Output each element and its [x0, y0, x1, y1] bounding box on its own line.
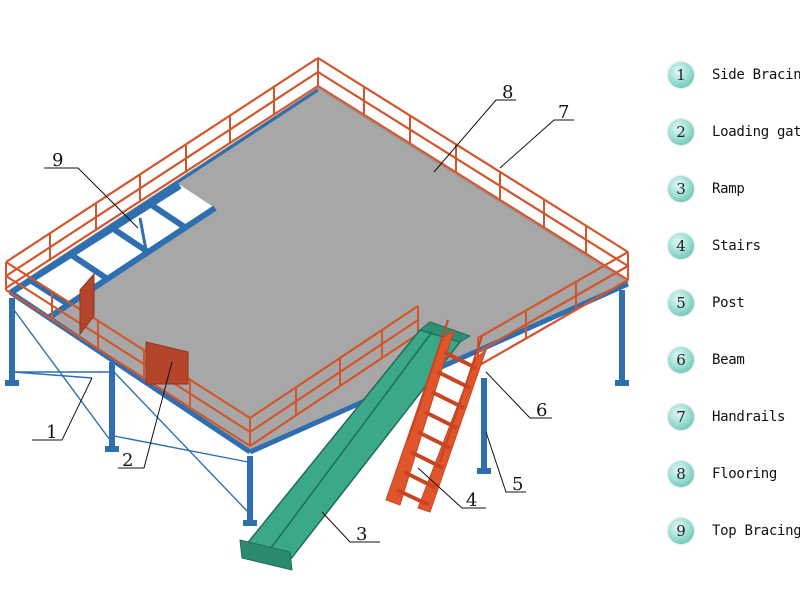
legend-item-loading-gate: 2 Loading gate	[668, 117, 800, 147]
loading-gates	[79, 272, 189, 385]
top-bracing	[10, 183, 217, 321]
legend-badge: 6	[668, 347, 694, 373]
legend-item-flooring: 8 Flooring	[668, 459, 777, 489]
legend-badge: 8	[668, 461, 694, 487]
legend-item-ramp: 3 Ramp	[668, 174, 745, 204]
handrails	[5, 57, 629, 447]
posts	[9, 290, 625, 522]
legend-item-stairs: 4 Stairs	[668, 231, 761, 261]
callout-5: 5	[512, 474, 523, 495]
callout-9: 9	[52, 150, 63, 171]
legend-label: Top Bracing	[712, 523, 800, 539]
callout-3: 3	[356, 524, 367, 545]
legend-label: Side Bracing	[712, 67, 800, 83]
callout-4: 4	[466, 490, 477, 511]
legend-item-beam: 6 Beam	[668, 345, 745, 375]
legend-label: Loading gate	[712, 124, 800, 140]
flooring	[9, 87, 630, 451]
legend-label: Ramp	[712, 181, 745, 197]
callout-6: 6	[536, 400, 547, 421]
legend-badge: 1	[668, 62, 694, 88]
side-bracing	[13, 309, 249, 513]
legend-label: Handrails	[712, 409, 786, 425]
legend-label: Flooring	[712, 466, 778, 482]
legend-badge: 7	[668, 404, 694, 430]
post-bases	[5, 380, 629, 526]
legend-badge: 2	[668, 119, 694, 145]
legend-badge: 4	[668, 233, 694, 259]
legend-badge: 5	[668, 290, 694, 316]
legend-item-handrails: 7 Handrails	[668, 402, 785, 432]
legend-label: Beam	[712, 352, 745, 368]
stairs	[385, 319, 488, 513]
legend-label: Stairs	[712, 238, 761, 254]
legend-badge: 3	[668, 176, 694, 202]
callout-1: 1	[46, 422, 57, 443]
leader-lines	[32, 99, 574, 543]
legend-label: Post	[712, 295, 745, 311]
callout-8: 8	[502, 82, 513, 103]
legend-item-post: 5 Post	[668, 288, 745, 318]
legend-item-side-bracing: 1 Side Bracing	[668, 60, 800, 90]
legend-badge: 9	[668, 518, 694, 544]
callout-2: 2	[122, 450, 133, 471]
legend-item-top-bracing: 9 Top Bracing	[668, 516, 800, 546]
callout-7: 7	[558, 102, 569, 123]
